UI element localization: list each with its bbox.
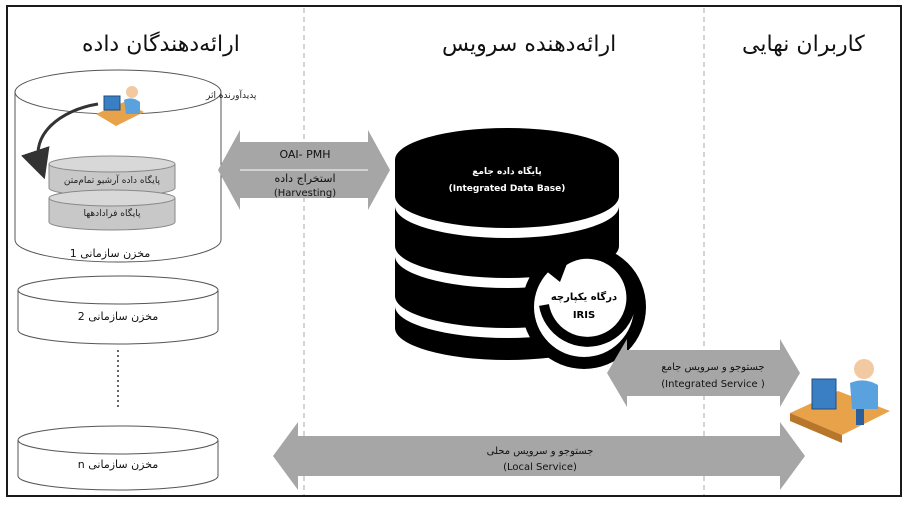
column-title-service: ارائه‌دهنده سرویس <box>442 32 617 57</box>
local-service-label-fa: جستوجو و سرویس محلی <box>487 446 594 457</box>
diagram-frame <box>6 5 902 497</box>
integrated-service-arrow <box>607 339 800 407</box>
repository-n-label: مخزن سازمانی n <box>78 458 159 471</box>
local-service-label-en: (Local Service) <box>503 462 577 473</box>
integrated-service-label-fa: جستوجو و سرویس جامع <box>661 362 764 373</box>
repository-2-cylinder <box>17 275 219 345</box>
repository-1-label: مخزن سازمانی 1 <box>70 247 151 260</box>
end-user-icon <box>790 359 890 443</box>
repository-2-label: مخزن سازمانی 2 <box>78 310 159 323</box>
metadata-db <box>48 189 176 231</box>
column-title-providers: ارائه‌دهندگان داده <box>82 32 240 57</box>
harvest-label-en: (Harvesting) <box>274 188 336 199</box>
portal-circle <box>522 240 646 369</box>
portal-label-en: IRIS <box>573 310 595 321</box>
database-label-en: (Integrated Data Base) <box>449 184 566 194</box>
local-service-arrow <box>273 422 805 490</box>
column-title-users: کاربران نهایی <box>742 32 865 57</box>
repository-n-cylinder <box>17 425 219 491</box>
metadata-label: پایگاه فرادادهها <box>84 207 141 219</box>
harvest-protocol: OAI- PMH <box>279 148 330 161</box>
database-label-fa: پایگاه داده جامع <box>472 165 542 177</box>
author-icon <box>96 86 144 126</box>
harvest-label-fa: استخراج داده <box>274 172 335 185</box>
portal-label-fa: درگاه یکپارچه <box>551 290 617 303</box>
archive-db <box>48 155 176 197</box>
archive-label: پایگاه داده آرشیو تمام‌متن <box>64 174 161 186</box>
author-to-archive-arrow <box>21 102 99 180</box>
integrated-service-label-en: (Integrated Service ) <box>661 379 765 390</box>
author-label: پدیدآورنده اثر <box>205 89 257 101</box>
